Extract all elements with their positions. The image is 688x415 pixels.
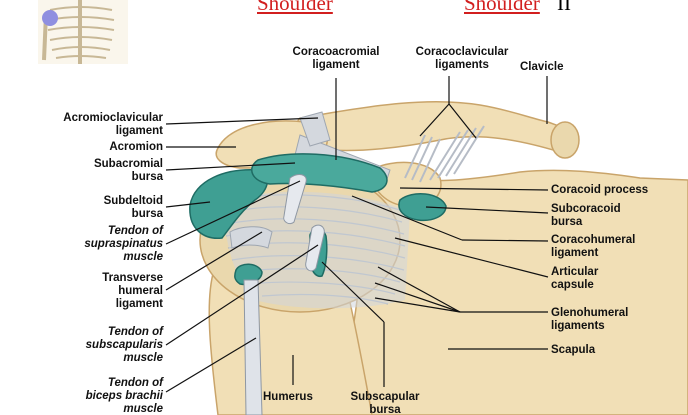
nav-link-shoulder-1[interactable]: Shoulder [257,0,333,15]
nav-suffix: II [557,0,571,15]
skeleton-thumbnail [38,0,128,64]
highlight-marker [42,10,58,26]
nav-link-shoulder-2[interactable]: Shoulder [464,0,540,15]
label-humerus: Humerus [263,391,313,403]
biceps-tendon-shape [243,279,263,415]
label-coracoid-process: Coracoid process [551,184,649,196]
subcoracoid-bursa-shape [398,193,447,222]
subscapularis-tendon-shape [305,224,325,272]
subdeltoid-bursa-shape [189,169,269,239]
leader-lines [165,76,549,393]
clavicle-end [550,121,580,159]
clavicle-shape [295,100,577,153]
label-acromion: Acromion [109,141,163,153]
label-clavicle: Clavicle [520,61,564,73]
supraspinatus-tendon-shape [283,174,307,225]
label-scapula: Scapula [551,344,596,356]
transverse-ligament-shape [229,226,273,249]
coracoclavicular-ligaments-shape [404,125,485,183]
acromioclavicular-ligament-shape [299,111,331,147]
